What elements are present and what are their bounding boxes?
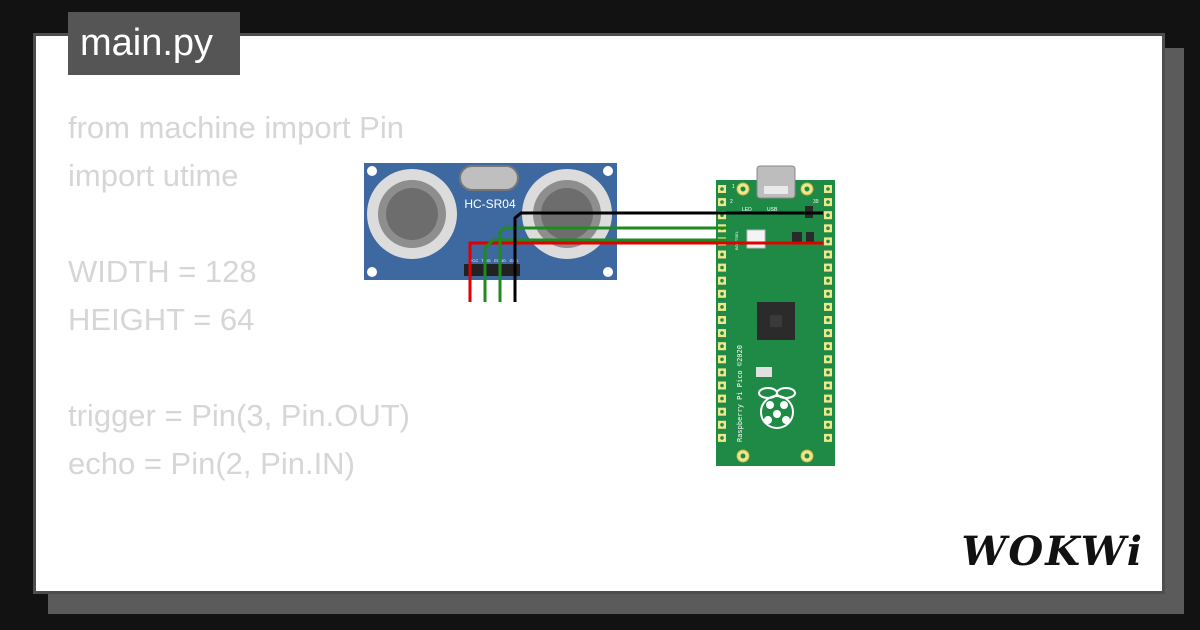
- header-pin-hole: [720, 344, 724, 349]
- component: [806, 232, 814, 242]
- bootsel-button[interactable]: [746, 229, 766, 249]
- header-pin-hole: [826, 213, 830, 217]
- header-pin-hole: [826, 409, 830, 414]
- mount-hole: [367, 166, 377, 176]
- sensor-header: [464, 264, 520, 276]
- header-pin-hole: [826, 278, 830, 283]
- pin-label-vcc: VCC: [470, 258, 479, 263]
- header-pin-hole: [826, 226, 830, 231]
- flash-chip: [756, 367, 772, 377]
- header-pin-hole: [720, 383, 724, 388]
- wokwi-logo: WOKWi: [961, 528, 1144, 575]
- sensor-label: HC-SR04: [464, 197, 516, 211]
- file-tab[interactable]: main.py: [68, 12, 240, 75]
- header-pin-hole: [826, 370, 830, 375]
- mount-hole: [603, 166, 613, 176]
- header-pin-hole: [826, 318, 830, 322]
- header-pin-hole: [826, 436, 830, 440]
- header-pin-hole: [720, 370, 724, 375]
- header-pin-hole: [720, 423, 724, 427]
- header-pin-hole: [826, 187, 830, 191]
- led-label: LED: [742, 207, 752, 213]
- header-pin-hole: [826, 331, 830, 335]
- pin39-label: 39: [813, 199, 819, 205]
- header-pin-hole: [720, 331, 724, 335]
- wires: [468, 211, 823, 302]
- header-pin-hole: [720, 318, 724, 322]
- header-pin-hole: [720, 200, 724, 204]
- wire-vcc: [468, 241, 823, 270]
- header-pin-hole: [720, 396, 724, 401]
- header-pin-hole: [720, 187, 724, 191]
- header-pin-hole: [826, 292, 830, 296]
- board-side-text: Raspberry Pi Pico ©2020: [736, 345, 744, 442]
- header-pin-hole: [720, 278, 724, 283]
- header-pin-hole: [720, 436, 724, 440]
- code-preview: from machine import Pin import utime WID…: [68, 104, 410, 591]
- hc-sr04-sensor[interactable]: HC-SR04 VCC TRIG ECHO GND: [364, 163, 617, 280]
- mount-hole: [367, 267, 377, 277]
- header-pin-hole: [826, 396, 830, 401]
- header-pin-hole: [826, 265, 830, 270]
- header-pin-hole: [720, 292, 724, 296]
- usb-label: USB: [767, 207, 778, 213]
- header-pin-hole: [826, 305, 830, 309]
- header-pin-hole: [720, 357, 724, 362]
- header-pin-hole: [826, 357, 830, 362]
- header-pin-hole: [826, 200, 830, 204]
- code-line: HEIGHT = 64: [68, 302, 255, 337]
- wire-trig: [483, 238, 727, 270]
- header-pin-hole: [720, 265, 724, 270]
- wire-gnd: [513, 211, 823, 270]
- raspberry-pi-pico[interactable]: LED USB 1 2 39 BOOTSEL: [716, 165, 835, 466]
- raspberry-logo: [758, 387, 796, 429]
- code-line: echo = Pin(2, Pin.IN): [68, 446, 355, 481]
- sensor-crystal: [459, 165, 519, 191]
- header-pin-hole: [826, 252, 830, 257]
- mount-hole: [603, 267, 613, 277]
- header-pin-hole: [720, 252, 724, 257]
- component: [792, 232, 802, 242]
- code-line: WIDTH = 128: [68, 254, 257, 289]
- code-line: from machine import Pin: [68, 110, 404, 145]
- header-pin-hole: [826, 239, 830, 244]
- code-line: import utime: [68, 158, 239, 193]
- code-line: trigger = Pin(3, Pin.OUT): [68, 398, 410, 433]
- header-pin-hole: [826, 383, 830, 388]
- header-pin-hole: [720, 305, 724, 309]
- code-line: def dist():: [68, 584, 410, 591]
- pin1-label: 1: [732, 184, 735, 190]
- header-pin-hole: [826, 344, 830, 349]
- bootsel-label: BOOTSEL: [734, 230, 739, 250]
- wire-echo: [498, 226, 727, 270]
- header-pin-hole: [826, 423, 830, 427]
- pin2-label: 2: [730, 199, 733, 205]
- preview-card: from machine import Pin import utime WID…: [33, 33, 1165, 594]
- header-pin-hole: [720, 409, 724, 414]
